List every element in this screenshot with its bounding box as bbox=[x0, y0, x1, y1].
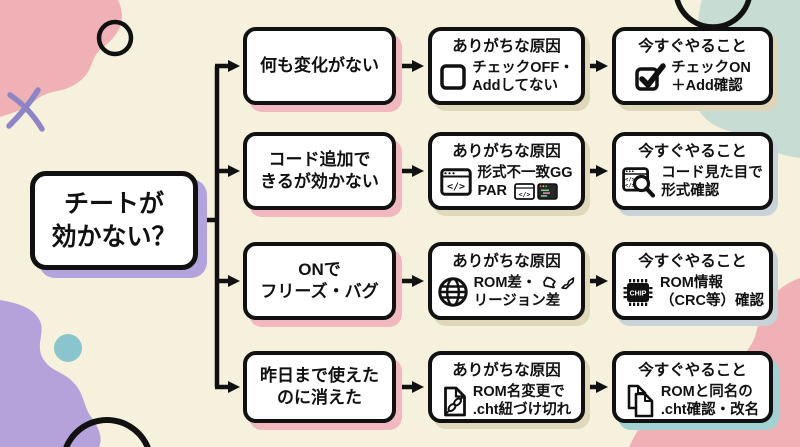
symptom-text-line2: のに消えた bbox=[277, 388, 362, 407]
code-window-light-icon: </> bbox=[514, 182, 535, 200]
action-title: 今すぐやること bbox=[638, 38, 747, 55]
cause-title: ありがちな原因 bbox=[452, 362, 561, 379]
teal-dot bbox=[54, 334, 82, 362]
cause-text-line1: ROM名変更で bbox=[472, 383, 565, 400]
cause-box-row4: ありがちな原因 ROM名変更で .cht紐づけ切れ bbox=[428, 351, 585, 423]
cause-text-line1: 形式不一致GG bbox=[477, 164, 573, 181]
symptom-text-line2: きるが効かない bbox=[260, 172, 379, 191]
action-box-row4: 今すぐやること ROMと同名の .cht確認・改名 bbox=[612, 351, 773, 423]
code-inspect-icon: </> </> bbox=[622, 166, 656, 198]
chip-label: CHIP bbox=[630, 290, 647, 297]
code-window-dark-icon bbox=[537, 182, 558, 200]
outline-circle-bottom-left bbox=[63, 417, 151, 447]
code-window-icon: </> bbox=[440, 168, 473, 196]
symptom-box-row4: 昨日まで使えた のに消えた bbox=[243, 351, 396, 423]
globe-icon bbox=[437, 277, 468, 307]
action-title: 今すぐやること bbox=[638, 362, 747, 379]
action-text-line1: ROMと同名の bbox=[660, 383, 753, 400]
cause-text-line2: リージョン差 bbox=[473, 293, 561, 310]
root-question-line2: 効かない？ bbox=[51, 222, 177, 251]
action-text-line2: （CRC等）確認 bbox=[660, 293, 764, 310]
cause-text-line2: Addしてない bbox=[472, 78, 559, 95]
svg-text:</>: </> bbox=[625, 177, 636, 183]
symptom-text: コード追加で bbox=[268, 149, 371, 169]
symptom-text: 何も変化がない bbox=[260, 55, 379, 75]
cause-box-row3: ありがちな原因 ROM差・ リージョン差 bbox=[428, 242, 585, 320]
cause-box-row2: ありがちな原因 </> 形式不一致GG PAR </> bbox=[428, 132, 585, 210]
cause-text-line1: チェックOFF・ bbox=[472, 59, 574, 76]
file-copy-icon bbox=[627, 384, 654, 418]
checkbox-checked-icon bbox=[635, 63, 666, 91]
purple-squiggle-marks bbox=[6, 87, 45, 132]
pink-blob-top-left bbox=[0, 0, 122, 117]
action-box-row2: 今すぐやること </> </> コード見た目で 形式確認 bbox=[612, 132, 773, 210]
cause-text-line2: .cht紐づけ切れ bbox=[472, 402, 572, 419]
svg-text:</>: </> bbox=[447, 182, 465, 193]
symptom-box-row1: 何も変化がない bbox=[243, 27, 396, 105]
purple-blob-bottom-left bbox=[0, 300, 101, 447]
action-text-line1: チェックON bbox=[671, 59, 751, 76]
map-region-icon bbox=[543, 277, 557, 289]
cause-box-row1: ありがちな原因 チェックOFF・ Addしてない bbox=[428, 27, 585, 105]
symptom-box-row2: コード追加で きるが効かない bbox=[243, 132, 396, 210]
cause-title: ありがちな原因 bbox=[452, 38, 561, 55]
action-text-line1: ROM情報 bbox=[660, 274, 723, 291]
action-title: 今すぐやること bbox=[638, 253, 747, 270]
symptom-box-row3: ONで フリーズ・バグ bbox=[243, 242, 396, 320]
action-box-row3: 今すぐやること CHIP ROM情報 （CRC等）確認 bbox=[612, 242, 773, 320]
symptom-text-line2: フリーズ・バグ bbox=[260, 282, 379, 301]
file-broken-link-icon bbox=[443, 386, 466, 416]
map-japan-icon bbox=[561, 277, 575, 290]
cause-title: ありがちな原因 bbox=[452, 253, 561, 270]
cause-text-line2: PAR bbox=[477, 183, 508, 200]
chip-icon: CHIP bbox=[623, 278, 653, 306]
symptom-text: 昨日まで使えた bbox=[260, 365, 379, 385]
cause-text-line1: ROM差・ bbox=[473, 274, 537, 291]
cause-title: ありがちな原因 bbox=[452, 143, 561, 160]
root-question-line1: チートが bbox=[63, 189, 164, 218]
outline-circle-top-left bbox=[96, 19, 134, 57]
svg-text:</>: </> bbox=[625, 183, 636, 189]
action-title: 今すぐやること bbox=[638, 143, 747, 160]
svg-text:</>: </> bbox=[519, 190, 531, 198]
action-text-line2: 形式確認 bbox=[661, 183, 720, 200]
action-text-line2: .cht確認・改名 bbox=[660, 402, 760, 419]
symptom-text: ONで bbox=[298, 259, 341, 279]
action-text-line2: ＋Add確認 bbox=[671, 78, 743, 95]
checkbox-unchecked-icon bbox=[440, 64, 466, 90]
root-question-box: チートが 効かない？ bbox=[30, 171, 198, 270]
action-box-row1: 今すぐやること チェックON ＋Add確認 bbox=[612, 27, 773, 105]
action-text-line1: コード見た目で bbox=[661, 164, 763, 181]
